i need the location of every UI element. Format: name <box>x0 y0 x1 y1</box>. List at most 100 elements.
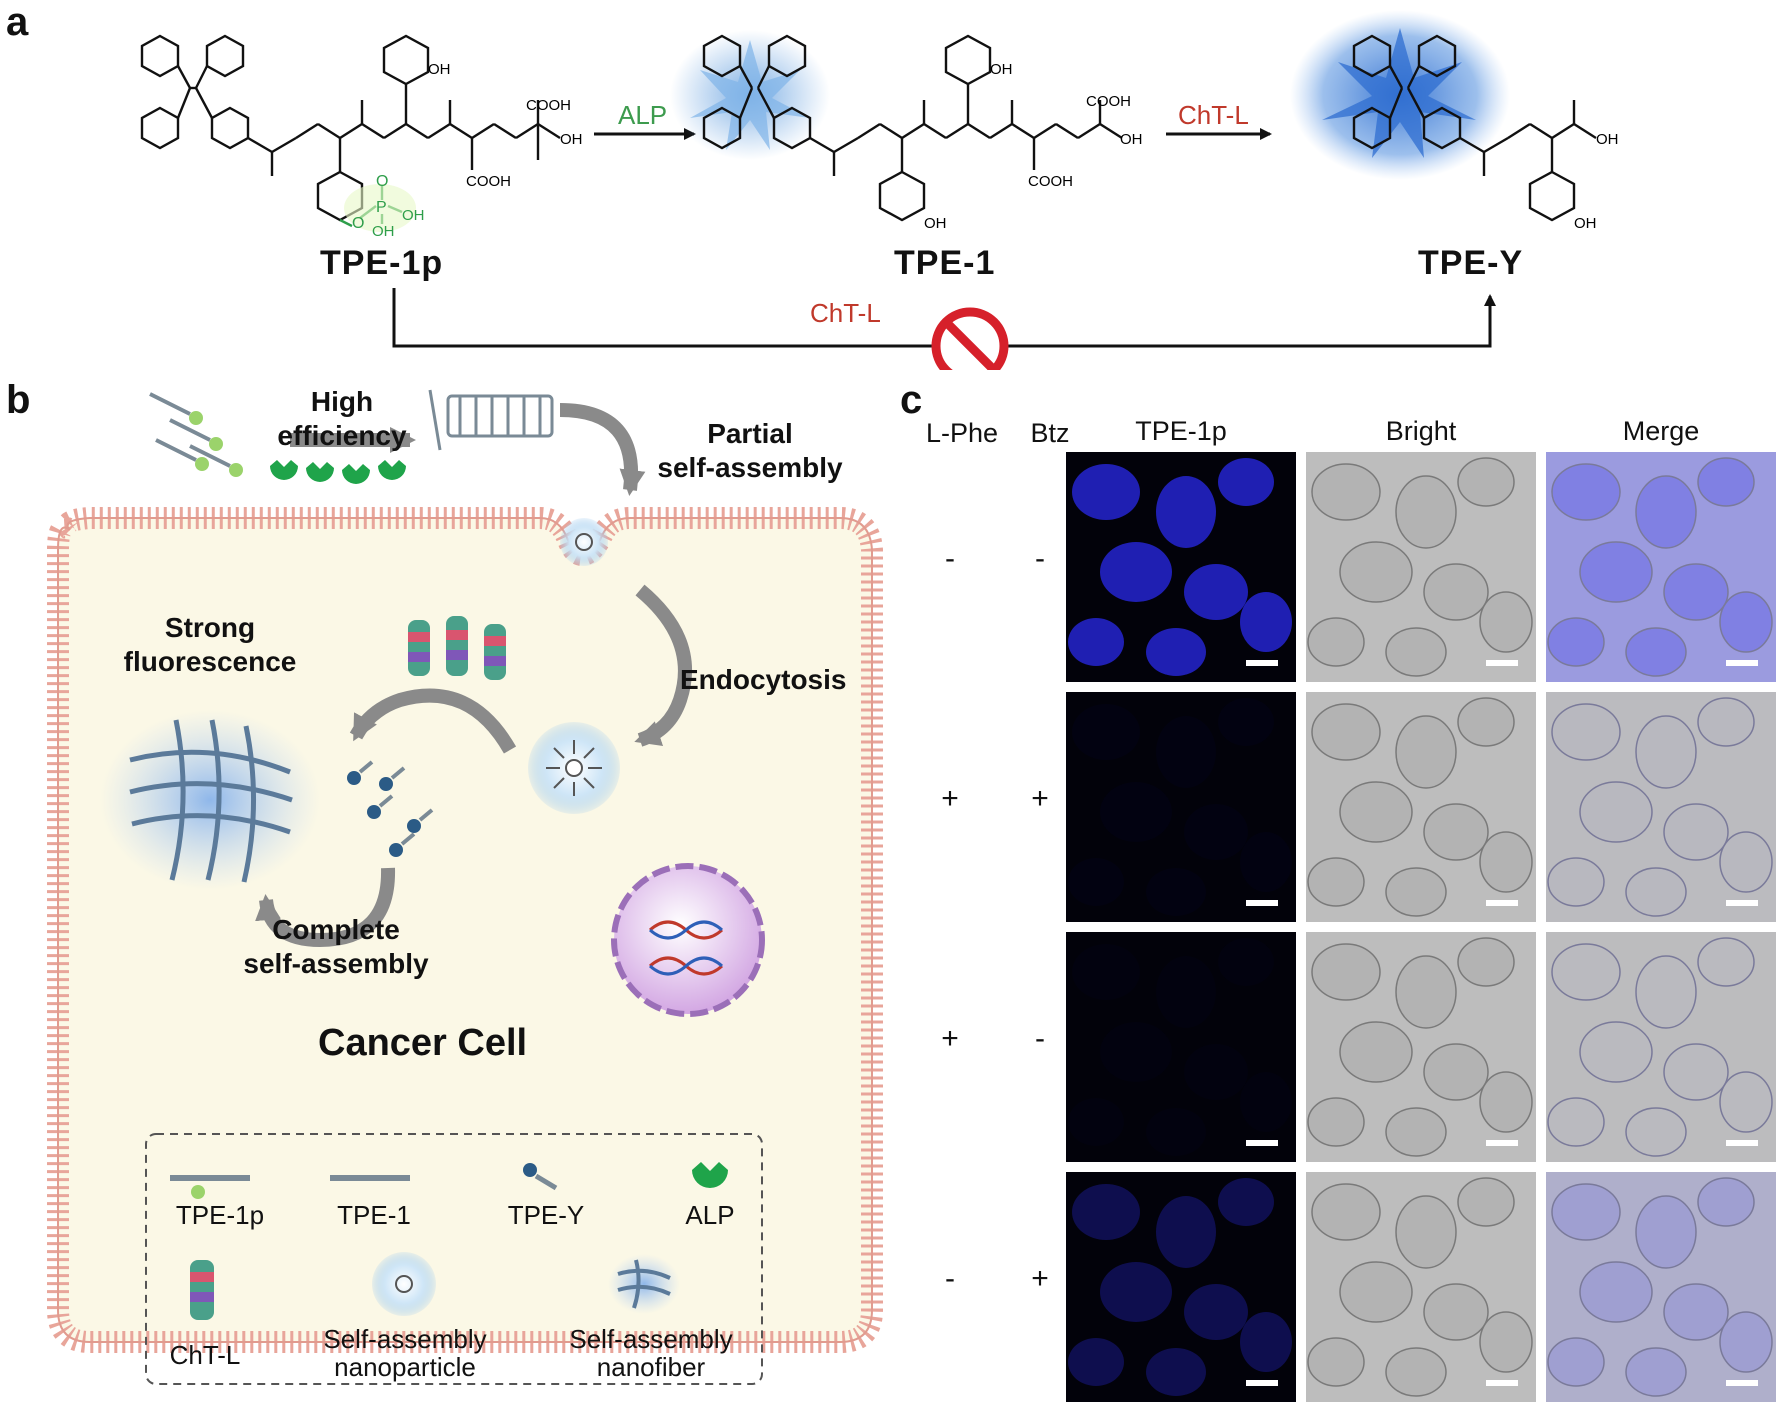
tpe1-cooh2: COOH <box>1028 173 1073 190</box>
tpe1p-oh: OH <box>428 61 451 78</box>
alp-enzymes <box>270 460 406 484</box>
legend-tpe1p: TPE-1p <box>175 1200 265 1230</box>
legend-box <box>145 1133 763 1385</box>
cell-membrane-line <box>57 517 873 1343</box>
nucleus <box>611 863 765 1017</box>
panel-b-letter: b <box>6 378 31 422</box>
tpe1-structure <box>702 34 1123 222</box>
blocked-chtl-label: ChT-L <box>810 298 881 328</box>
legend-alp: ALP <box>685 1200 735 1230</box>
compound-tpe1: TPE-1 <box>894 244 996 282</box>
complete-label-1: Complete <box>272 914 400 945</box>
high-label-1: High <box>310 386 374 417</box>
legend-tpey: TPE-Y <box>507 1200 585 1230</box>
row-3-btz: - <box>1035 1022 1045 1055</box>
legend-nanofiber-2: nanofiber <box>596 1352 706 1382</box>
phosphate-oh1: OH <box>402 207 425 224</box>
scale-bar <box>1486 900 1518 906</box>
legend-chtl: ChT-L <box>169 1340 241 1370</box>
phosphate-p: P <box>376 199 387 216</box>
tpey-oh: OH <box>1574 215 1597 232</box>
scale-bar <box>1246 900 1278 906</box>
scale-bar <box>1726 1380 1758 1386</box>
panel-c-letter: c <box>900 378 923 422</box>
tpe1-stack <box>428 389 554 451</box>
tpe1p-molecules-top <box>149 392 243 477</box>
col-header-merge: Merge <box>1622 416 1700 446</box>
cancer-cell-label: Cancer Cell <box>318 1022 528 1064</box>
legend-nanoparticle-1: Self-assembly <box>323 1324 487 1354</box>
partial-arrow <box>559 403 646 496</box>
endocytosis-arrow <box>634 584 692 747</box>
tpe1-oh-acid: OH <box>1120 131 1143 148</box>
panel-b-cell-diagram <box>47 389 883 1385</box>
legend-tpe1: TPE-1 <box>337 1200 411 1230</box>
row-4-bright-image <box>1306 1172 1536 1402</box>
col-header-bright: Bright <box>1385 416 1457 446</box>
legend-icons <box>170 1162 728 1320</box>
row-1-lphe: - <box>945 542 955 575</box>
row-3-bright-image <box>1306 932 1536 1162</box>
scale-bar <box>1246 1140 1278 1146</box>
phosphate-o2: O <box>376 173 388 190</box>
col-header-lphe: L-Phe <box>925 418 999 448</box>
tpe1p-cooh2: COOH <box>466 173 511 190</box>
scale-bar <box>1726 1140 1758 1146</box>
endocytosis-label: Endocytosis <box>680 664 847 695</box>
forbidden-icon-slash <box>942 318 998 370</box>
phosphate-o: O <box>352 215 364 232</box>
row-1-bright-image <box>1306 452 1536 682</box>
scale-bar <box>1486 1380 1518 1386</box>
phosphate-oh2: OH <box>372 223 395 240</box>
tpey-molecules <box>347 760 434 857</box>
tpe1-cooh: COOH <box>1086 93 1131 110</box>
row-4-merge-image <box>1546 1172 1776 1402</box>
legend-nanofiber-1: Self-assembly <box>569 1324 733 1354</box>
compound-tpe1p: TPE-1p <box>320 244 444 282</box>
pit-nanoparticle <box>560 518 608 566</box>
strong-label-2: fluorescence <box>123 646 297 677</box>
row-4-btz: + <box>1031 1262 1049 1295</box>
tpey-oh-acid: OH <box>1596 131 1619 148</box>
col-header-btz: Btz <box>1030 418 1070 448</box>
compound-tpey: TPE-Y <box>1418 244 1524 282</box>
chtl-proteins <box>408 616 506 680</box>
scale-bar <box>1726 660 1758 666</box>
chtl-label: ChT-L <box>1178 100 1249 130</box>
tpey-structure <box>1352 34 1597 222</box>
row-3-lphe: + <box>941 1022 959 1055</box>
tpe1p-structure <box>140 34 561 222</box>
scale-bar <box>1246 660 1278 666</box>
panel-a-letter: a <box>6 0 29 44</box>
row-2-bright-image <box>1306 692 1536 922</box>
scale-bar <box>1726 900 1758 906</box>
partial-label-1: Partial <box>707 418 793 449</box>
tpe1p-oh-acid: OH <box>560 131 583 148</box>
scale-bar <box>1486 1140 1518 1146</box>
row-1-merge-image <box>1546 452 1776 682</box>
row-2-fluor-image <box>1066 692 1296 922</box>
strong-label-1: Strong <box>164 612 256 643</box>
scale-bar <box>1246 1380 1278 1386</box>
row-3-merge-image <box>1546 932 1776 1162</box>
high-label-2: efficiency <box>277 420 407 451</box>
row-1-btz: - <box>1035 542 1045 575</box>
panel-a-scheme: O O P OH OH OH COOH OH COOH OH COOH OH C… <box>140 10 1619 370</box>
complete-label-2: self-assembly <box>243 948 429 979</box>
alp-label: ALP <box>618 100 668 130</box>
scale-bar <box>1486 660 1518 666</box>
col-header-tpe1p: TPE-1p <box>1135 416 1227 446</box>
tpe1-oh: OH <box>990 61 1013 78</box>
row-1-fluor-image <box>1066 452 1296 682</box>
row-2-btz: + <box>1031 782 1049 815</box>
cleavage-arrow <box>349 688 517 754</box>
tpe1-oh2: OH <box>924 215 947 232</box>
row-2-lphe: + <box>941 782 959 815</box>
legend-nanoparticle-2: nanoparticle <box>334 1352 476 1382</box>
partial-label-2: self-assembly <box>657 452 843 483</box>
row-4-lphe: - <box>945 1262 955 1295</box>
tpe1p-cooh: COOH <box>526 97 571 114</box>
row-4-fluor-image <box>1066 1172 1296 1402</box>
row-2-merge-image <box>1546 692 1776 922</box>
row-3-fluor-image <box>1066 932 1296 1162</box>
